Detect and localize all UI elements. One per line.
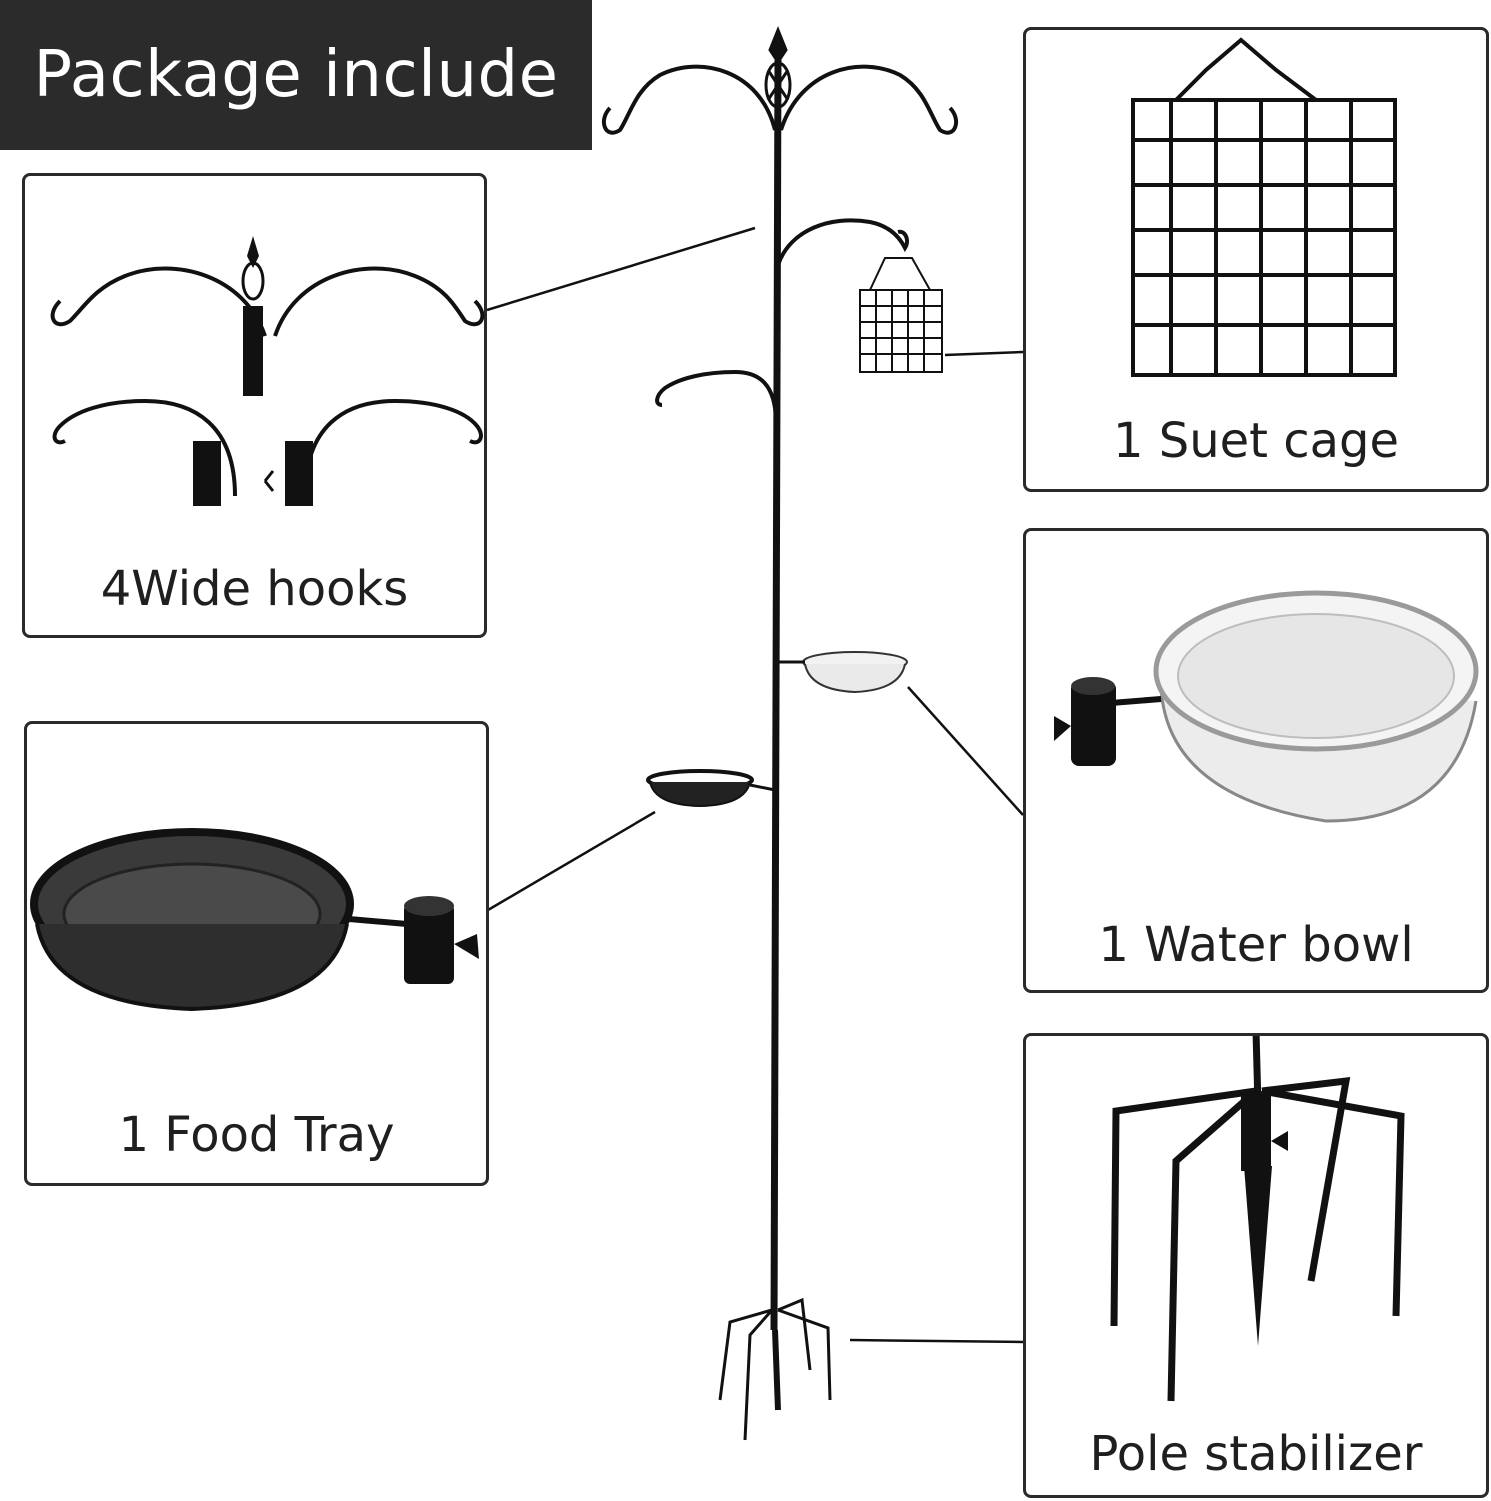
pole-stabilizer-panel: Pole stabilizer — [1023, 1033, 1489, 1498]
food-tray-label: 1 Food Tray — [118, 1107, 395, 1163]
package-include-banner: Package include — [0, 0, 592, 150]
pole-stabilizer-label: Pole stabilizer — [1089, 1426, 1423, 1482]
suet-cage-label: 1 Suet cage — [1112, 413, 1400, 469]
suet-cage-illustration — [1131, 37, 1397, 377]
water-bowl-panel: 1 Water bowl — [1023, 528, 1489, 993]
pole-stabilizer-illustration — [1110, 1036, 1405, 1402]
suet-cage-panel: 1 Suet cage — [1023, 27, 1489, 492]
hooks-panel: 4Wide hooks — [22, 173, 487, 638]
food-tray-panel: 1 Food Tray — [24, 721, 489, 1186]
hooks-label: 4Wide hooks — [100, 561, 409, 617]
water-bowl-label: 1 Water bowl — [1098, 917, 1414, 973]
wide-hooks-illustration — [50, 236, 485, 506]
water-bowl-illustration — [1054, 590, 1479, 823]
banner-title: Package include — [33, 38, 559, 112]
food-tray-illustration — [30, 828, 479, 1012]
